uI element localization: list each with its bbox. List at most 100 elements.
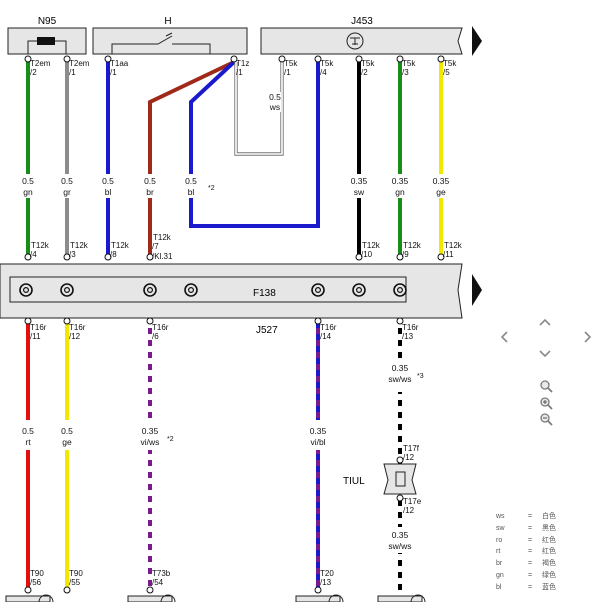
conn-lower-pin-3: /14: [320, 332, 332, 341]
component-n95: [7, 27, 87, 55]
pin-bottom-3: [314, 586, 322, 594]
f138-terminal-5-inner: [356, 287, 363, 294]
f138-terminal-5: [352, 283, 366, 297]
legend-eq: =: [528, 524, 533, 532]
wires: [5, 55, 447, 602]
conn-top-name-7: T5k: [402, 59, 416, 68]
zoom-in-button[interactable]: [537, 377, 555, 395]
wire-color-upper-5: sw: [354, 187, 365, 197]
pin-lower-3: [314, 317, 322, 325]
chevron-up-icon: [539, 318, 551, 326]
wire-size-swws-lower: 0.35: [392, 530, 409, 540]
legend-name: 褐色: [542, 560, 556, 568]
conn-top-pin-4: /1: [284, 68, 291, 77]
zoom-out-button[interactable]: [537, 410, 555, 428]
wire-color-lower-0: rt: [25, 437, 31, 447]
nav-down-button[interactable]: [536, 344, 554, 362]
legend-eq: =: [528, 536, 533, 544]
wire-size-upper-4: 0.5: [185, 176, 197, 186]
conn-mid-pin-6: /9: [402, 250, 409, 259]
conn-mid-pin-3: /7: [152, 242, 159, 251]
legend-eq: =: [528, 513, 533, 520]
bottom-component-3: [377, 595, 423, 602]
bottom-component-1: [127, 595, 173, 602]
label-n95: N95: [38, 16, 57, 27]
f138-terminal-3-inner: [188, 287, 195, 294]
bottom-component-symbol-0: [38, 594, 54, 602]
pin-bottom-0: [24, 586, 32, 594]
pin-mid-3: [146, 253, 154, 261]
conn-top-name-0: T2em: [30, 59, 51, 68]
zoom-plus-button[interactable]: [537, 394, 555, 412]
bottom-component-symbol-2: [328, 594, 344, 602]
nav-up-button[interactable]: [536, 314, 554, 332]
wire-size-upper-6: 0.35: [392, 176, 409, 186]
pin-mid-4: [355, 253, 363, 261]
conn-top-pin-2: /1: [110, 68, 117, 77]
wire-color-lower-2: vi/ws: [141, 437, 160, 447]
f138-terminal-4-inner: [315, 287, 322, 294]
f138-terminal-1-inner: [63, 287, 70, 294]
conn-bottom-name-1: T90: [69, 569, 83, 578]
wire-color-swws-lower: sw/ws: [388, 541, 411, 551]
wire-size-lower-3: 0.35: [310, 426, 327, 436]
conn-top-pin-8: /5: [443, 68, 450, 77]
wire-color-upper-7: ge: [436, 187, 446, 197]
pin-mid-2: [104, 253, 112, 261]
legend-eq: =: [528, 560, 533, 568]
nav-left-button[interactable]: [496, 328, 514, 346]
conn-mid-name-5: T12k: [362, 241, 381, 250]
conn-top-name-5: T5k: [320, 59, 334, 68]
legend-code: ws: [496, 513, 505, 520]
conn-top-name-3: T1z: [236, 59, 249, 68]
conn-bottom-pin-0: /56: [30, 578, 42, 587]
legend-row: bl=蓝色: [496, 582, 556, 594]
pin-lower-2: [146, 317, 154, 325]
wire-size-upper-3: 0.5: [144, 176, 156, 186]
conn-lower-name-0: T16r: [30, 323, 47, 332]
bottom-component-symbol-1: [160, 594, 176, 602]
conn-bottom-name-3: T20: [320, 569, 334, 578]
wire-color-ws: ws: [269, 102, 280, 112]
chevron-left-icon: [500, 331, 508, 343]
wire-color-lower-1: ge: [62, 437, 72, 447]
zoom-out-icon: [540, 413, 553, 426]
conn-mid-name-3: T12k: [153, 233, 172, 242]
wire-size-lower-1: 0.5: [61, 426, 73, 436]
conn-lower-name-2: T16r: [152, 323, 169, 332]
note-star3: *3: [417, 373, 424, 380]
wire-brown: [148, 60, 235, 256]
bottom-component-2: [295, 595, 341, 602]
component-h: [92, 27, 248, 55]
pin-top-0: [24, 55, 32, 63]
bottom-component-0: [5, 595, 51, 602]
conn-lower-pin-0: /11: [30, 332, 41, 341]
label-f138: F138: [253, 288, 276, 299]
legend-eq: =: [528, 548, 533, 556]
conn-bottom-name-2: T73b: [152, 569, 171, 578]
wire-size-swws-upper: 0.35: [392, 363, 409, 373]
legend-name: 红色: [542, 548, 556, 556]
conn-tiul-bottom-name: T17e: [403, 497, 422, 506]
conn-top-name-4: T5k: [284, 59, 298, 68]
conn-mid-pin-4: /Kl.31: [152, 252, 173, 261]
conn-lower-pin-1: /12: [69, 332, 81, 341]
legend-code: rt: [496, 548, 501, 556]
label-j527: J527: [256, 325, 278, 336]
conn-top-pin-3: /1: [236, 68, 243, 77]
conn-lower-name-1: T16r: [69, 323, 86, 332]
wire-size-upper-1: 0.5: [61, 176, 73, 186]
nav-right-button[interactable]: [578, 328, 596, 346]
wire-size-upper-0: 0.5: [22, 176, 34, 186]
pin-top-2: [104, 55, 112, 63]
conn-top-name-2: T1aa: [110, 59, 129, 68]
conn-top-name-6: T5k: [361, 59, 375, 68]
pin-lower-4: [396, 317, 404, 325]
pin-top-4: [278, 55, 286, 63]
f138-terminal-6: [393, 283, 407, 297]
conn-lower-name-3: T16r: [320, 323, 337, 332]
pin-mid-5: [396, 253, 404, 261]
conn-bottom-pin-2: /54: [152, 578, 164, 587]
legend-code: br: [496, 560, 503, 568]
f138-terminal-4: [311, 283, 325, 297]
